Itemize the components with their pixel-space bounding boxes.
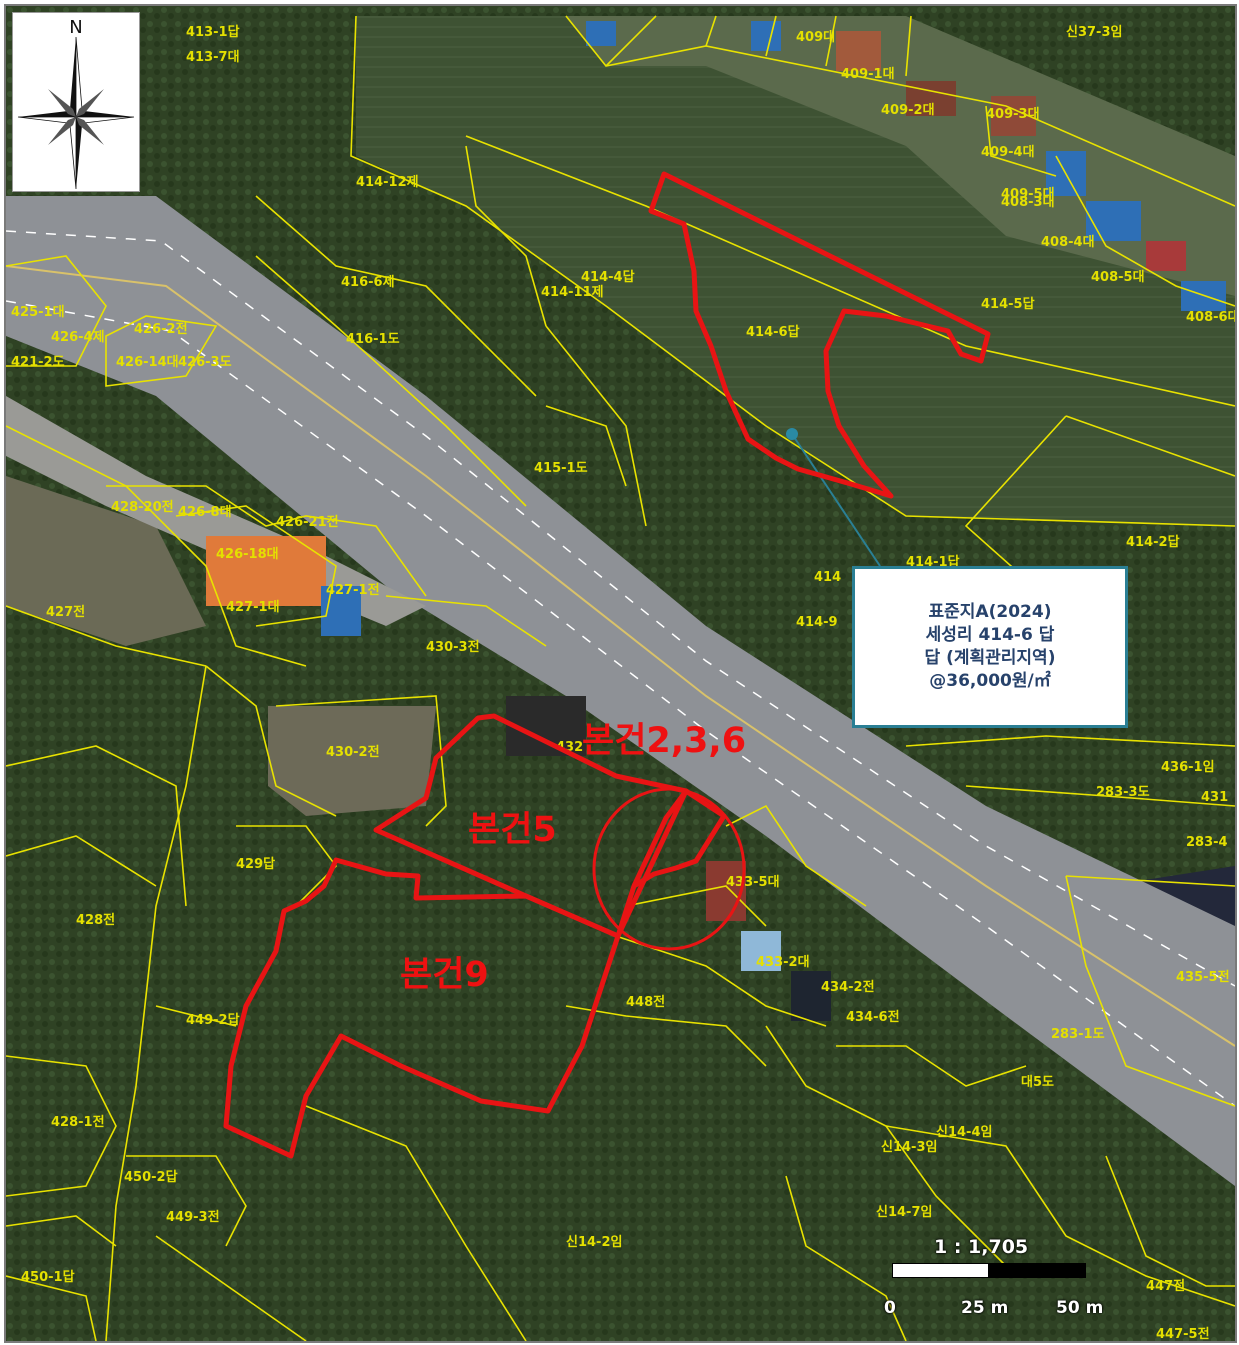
parcel-label: 신37-3임 bbox=[1066, 25, 1122, 40]
subject-label-2-3-6: 본건2,3,6 bbox=[582, 721, 746, 761]
parcel-label: 신14-4임 bbox=[936, 1125, 992, 1140]
parcel-label: 283-3도 bbox=[1096, 785, 1150, 800]
parcel-label: 433-2대 bbox=[756, 955, 810, 970]
subject-label-9: 본건9 bbox=[400, 955, 489, 995]
parcel-label: 434-2전 bbox=[821, 979, 875, 995]
parcel-label: 427-1대 bbox=[226, 600, 280, 615]
scale-tick-50: 50 m bbox=[1056, 1298, 1104, 1318]
parcel-label: 408-5대 bbox=[1091, 270, 1145, 285]
highway-centerline bbox=[6, 265, 1235, 1047]
parcel-label: 450-1답 bbox=[21, 1270, 75, 1285]
parcel-boundaries bbox=[6, 15, 1235, 1341]
parcel-label: 428-1전 bbox=[51, 1114, 105, 1130]
parcel-label: 427전 bbox=[46, 604, 85, 620]
compass-rose-icon bbox=[17, 36, 135, 190]
subject-2-3-6-circle[interactable] bbox=[592, 787, 746, 951]
parcel-label: 414-12제 bbox=[356, 175, 419, 190]
bare-field-west bbox=[6, 476, 206, 646]
parcel-label: 414-4답 bbox=[581, 270, 635, 285]
parcel-label: 409-4대 bbox=[981, 145, 1035, 160]
parcel-label: 430-2전 bbox=[326, 744, 380, 760]
parcel-label: 414-11제 bbox=[541, 285, 604, 300]
scale-tick-0: 0 bbox=[884, 1298, 896, 1318]
parcel-label: 426-8대 bbox=[178, 505, 232, 520]
map-frame: 413-1답 413-7대 409대 409-1대 409-2대 409-3대 409-4대… bbox=[4, 4, 1237, 1343]
farm-field-south bbox=[268, 706, 436, 816]
highway-lane-2 bbox=[6, 300, 1235, 1107]
callout-line-4: @36,000원/㎡ bbox=[929, 671, 1051, 691]
parcel-label: 426-21전 bbox=[276, 514, 339, 530]
highway-lane bbox=[6, 230, 1235, 987]
parcel-label: 신14-7임 bbox=[876, 1205, 932, 1220]
parcel-label: 426-4제 bbox=[51, 330, 105, 345]
parcel-label: 대5도 bbox=[1021, 1075, 1054, 1090]
parcel-label: 409-3대 bbox=[986, 107, 1040, 122]
parcel-label: 421-2도 bbox=[11, 355, 65, 370]
parcel-label: 426-2전 bbox=[134, 321, 188, 337]
scale-bar: 1 : 1,705 0 25 m 50 m bbox=[876, 1236, 1116, 1328]
parcel-label: 427-1전 bbox=[326, 582, 380, 598]
parcel-label: 449-3전 bbox=[166, 1209, 220, 1225]
parcel-label: 408-4대 bbox=[1041, 235, 1095, 250]
highway bbox=[6, 196, 1235, 1186]
parcel-label: 414-6답 bbox=[746, 325, 800, 340]
scale-bar-white bbox=[892, 1263, 990, 1278]
parcel-label: 413-7대 bbox=[186, 50, 240, 65]
callout-line-1: 표준지A(2024) bbox=[928, 602, 1052, 622]
parcel-label: 409-1대 bbox=[841, 67, 895, 82]
parcel-label: 436-1임 bbox=[1161, 760, 1215, 775]
parcel-label: 413-1답 bbox=[186, 25, 240, 40]
callout-line-3: 답 (계획관리지역) bbox=[924, 648, 1056, 668]
parcel-label: 414 bbox=[814, 570, 841, 585]
parcel-label: 433-5대 bbox=[726, 875, 780, 890]
parcel-label: 283-1도 bbox=[1051, 1027, 1105, 1042]
parcel-label: 429답 bbox=[236, 857, 275, 872]
standard-land-callout: 표준지A(2024) 세성리 414-6 답 답 (계획관리지역) @36,00… bbox=[852, 566, 1128, 728]
parcel-label: 415-1도 bbox=[534, 461, 588, 476]
parcel-label: 409-2대 bbox=[881, 103, 935, 118]
parcel-label: 448전 bbox=[626, 994, 665, 1010]
parcel-label: 408-6대 bbox=[1186, 310, 1235, 325]
parcel-label: 426-18대 bbox=[216, 547, 279, 562]
parcel-label: 447-5전 bbox=[1156, 1326, 1210, 1341]
scale-tick-25: 25 m bbox=[961, 1298, 1009, 1318]
parcel-label: 409-5대 bbox=[1001, 187, 1055, 202]
parcel-label: 428전 bbox=[76, 912, 115, 928]
subject-outlines bbox=[223, 171, 991, 1159]
parcel-label: 431 bbox=[1201, 790, 1228, 805]
parcel-label: 409대 bbox=[796, 30, 835, 45]
parcel-label: 414-2답 bbox=[1126, 535, 1180, 550]
parcel-label: 434-6전 bbox=[846, 1009, 900, 1025]
subject-label-5: 본건5 bbox=[468, 810, 557, 850]
north-label: N bbox=[69, 17, 83, 38]
callout-line-2: 세성리 414-6 답 bbox=[925, 625, 1055, 645]
parcel-label: 414-9 bbox=[796, 615, 838, 630]
parcel-label: 신14-2임 bbox=[566, 1235, 622, 1250]
parcel-label: 435-5전 bbox=[1176, 969, 1230, 985]
parcel-label: 283-4 bbox=[1186, 835, 1228, 850]
parcel-label: 426-14대 bbox=[116, 355, 179, 370]
scale-bar-black bbox=[988, 1263, 1086, 1278]
scale-ratio: 1 : 1,705 bbox=[934, 1236, 1029, 1258]
parcel-label: 447전 bbox=[1146, 1278, 1185, 1294]
parcel-label: 414-5답 bbox=[981, 297, 1035, 312]
compass: N bbox=[12, 12, 140, 192]
parcel-label: 416-6제 bbox=[341, 275, 395, 290]
parcel-labels: 413-1답 413-7대 409대 409-1대 409-2대 409-3대 409-4대… bbox=[11, 25, 1235, 1341]
subject-9-outline[interactable] bbox=[223, 857, 621, 1159]
parcel-label: 416-1도 bbox=[346, 332, 400, 347]
parcel-label: 450-2답 bbox=[124, 1170, 178, 1185]
parcel-label: 신14-3임 bbox=[881, 1140, 937, 1155]
parcel-label: 408-3대 bbox=[1001, 195, 1055, 210]
standard-land-parcel-outline[interactable] bbox=[648, 171, 991, 499]
parcel-label: 430-3전 bbox=[426, 639, 480, 655]
parcel-label: 428-20전 bbox=[111, 499, 174, 515]
parcel-label: 425-1대 bbox=[11, 305, 65, 320]
village-area bbox=[566, 16, 1235, 296]
parcel-label: 426-3도 bbox=[178, 355, 232, 370]
callout-leader-line bbox=[791, 433, 881, 567]
parcel-label: 449-2답 bbox=[186, 1013, 240, 1028]
standard-land-marker[interactable] bbox=[786, 428, 798, 440]
